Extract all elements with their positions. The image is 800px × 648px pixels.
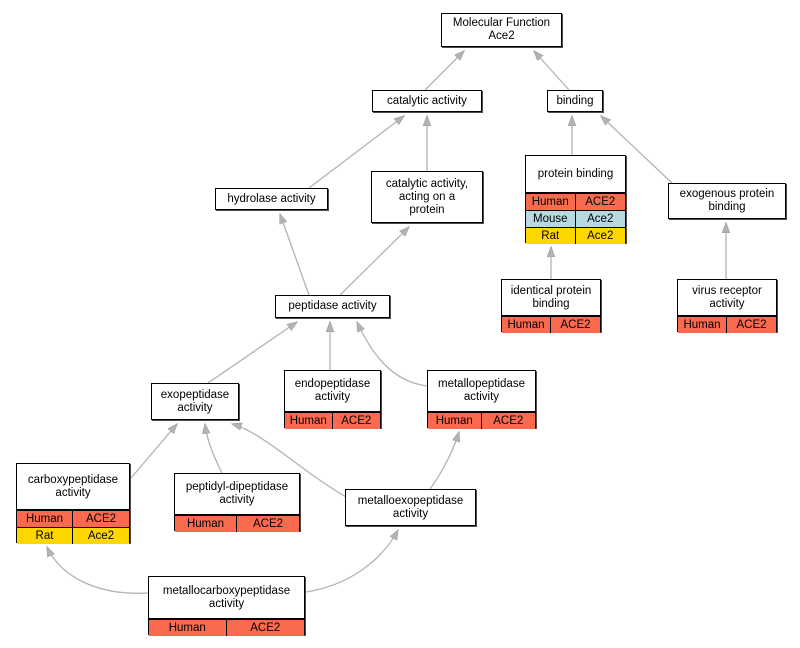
annotation-gene: ACE2: [493, 415, 524, 427]
annotation-gene: ACE2: [560, 319, 591, 331]
annotation-gene: Ace2: [587, 213, 614, 225]
annotation-row[interactable]: Human ACE2: [678, 316, 776, 333]
go-term-label: catalytic activity, acting on a protein: [372, 172, 482, 222]
go-term-node-catalytic-activity[interactable]: catalytic activity: [372, 90, 482, 112]
annotation-species: Human: [17, 511, 73, 527]
graph-edge: [424, 51, 464, 91]
go-term-node-hydrolase-activity[interactable]: hydrolase activity: [215, 188, 328, 210]
go-term-label: identical protein binding: [502, 280, 600, 316]
annotation-gene: ACE2: [250, 622, 281, 634]
annotation-gene: ACE2: [736, 319, 767, 331]
go-term-label: Molecular Function Ace2: [442, 14, 561, 46]
graph-edge: [130, 424, 177, 479]
go-term-node-peptidase-activity[interactable]: peptidase activity: [275, 295, 390, 318]
annotation-row[interactable]: Mouse Ace2: [526, 210, 625, 227]
graph-edge: [339, 227, 409, 296]
annotation-gene: Ace2: [87, 530, 115, 542]
annotation-species: Human: [175, 516, 237, 532]
go-term-node-exogenous-protein-binding[interactable]: exogenous protein binding: [668, 183, 786, 219]
graph-edge: [46, 547, 149, 594]
annotation-row[interactable]: Human ACE2: [428, 412, 535, 429]
go-term-label: carboxypeptidase activity: [17, 464, 129, 510]
go-term-label: peptidase activity: [276, 296, 389, 317]
go-term-node-metalloexopeptidase-activity[interactable]: metalloexopeptidase activity: [345, 489, 476, 526]
go-term-label: peptidyl-dipeptidase activity: [175, 474, 299, 515]
go-term-label: endopeptidase activity: [285, 371, 380, 412]
annotation-species: Human: [149, 620, 227, 636]
annotation-gene: ACE2: [85, 513, 117, 525]
go-term-label: metalloexopeptidase activity: [346, 490, 475, 525]
annotation-row[interactable]: Rat Ace2: [17, 527, 129, 544]
annotation-gene: ACE2: [341, 415, 372, 427]
annotation-gene: ACE2: [252, 518, 284, 530]
annotation-species: Human: [678, 317, 727, 333]
go-term-label: protein binding: [526, 156, 625, 193]
annotation-species: Human: [526, 194, 576, 210]
graph-edge: [534, 51, 570, 91]
go-term-label: metallopeptidase activity: [428, 371, 535, 412]
graph-edge: [205, 424, 223, 474]
annotation-row[interactable]: Human ACE2: [149, 619, 304, 636]
annotation-row[interactable]: Human ACE2: [502, 316, 600, 333]
go-term-label: virus receptor activity: [678, 280, 776, 316]
go-term-label: metallocarboxypeptidase activity: [149, 577, 304, 619]
go-term-label: exogenous protein binding: [669, 184, 785, 218]
go-term-node-binding[interactable]: binding: [547, 90, 603, 112]
annotation-row[interactable]: Human ACE2: [526, 193, 625, 210]
annotation-row[interactable]: Rat Ace2: [526, 227, 625, 244]
graph-edge: [429, 432, 459, 490]
go-term-label: exopeptidase activity: [152, 384, 238, 419]
graph-edge: [305, 530, 398, 593]
annotation-species: Rat: [17, 528, 73, 544]
go-term-node-molecular-function[interactable]: Molecular Function Ace2: [441, 13, 562, 47]
annotation-species: Mouse: [526, 211, 576, 227]
annotation-row[interactable]: Human ACE2: [17, 510, 129, 527]
annotation-gene: Ace2: [587, 230, 614, 242]
annotation-row[interactable]: Human ACE2: [285, 412, 380, 429]
go-term-label: hydrolase activity: [216, 189, 327, 209]
graph-edge: [280, 214, 310, 296]
annotation-row[interactable]: Human ACE2: [175, 515, 299, 532]
go-term-label: catalytic activity: [373, 91, 481, 111]
annotation-species: Rat: [526, 228, 576, 244]
annotation-species: Human: [502, 317, 551, 333]
go-term-node-catalytic-activity-acting-on-a-protein[interactable]: catalytic activity, acting on a protein: [371, 171, 483, 223]
go-term-node-exopeptidase-activity[interactable]: exopeptidase activity: [151, 383, 239, 420]
annotation-species: Human: [285, 413, 333, 429]
annotation-gene: ACE2: [585, 196, 616, 208]
go-term-label: binding: [548, 91, 602, 111]
annotation-species: Human: [428, 413, 482, 429]
